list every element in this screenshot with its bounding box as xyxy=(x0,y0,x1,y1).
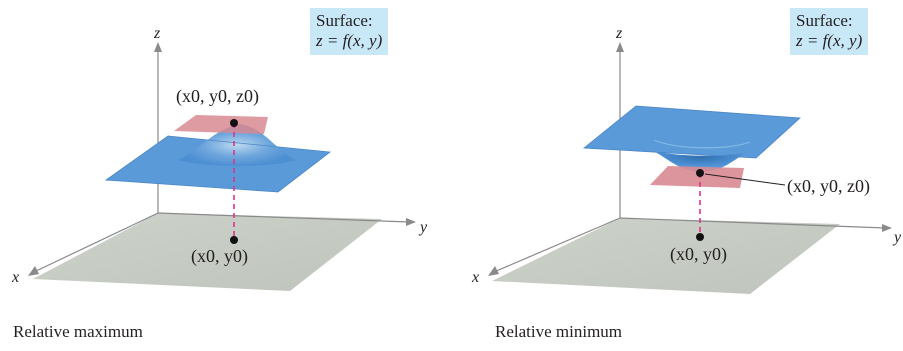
y-axis-label: y xyxy=(418,219,428,236)
figure-relative-maximum: z y x (x0, y0, z0) (x0, y0) Surface: z =… xyxy=(0,0,450,351)
xy-plane xyxy=(33,213,382,291)
x-axis xyxy=(488,217,621,276)
surface-label-box: Surface: z = f(x, y) xyxy=(310,8,389,55)
x-axis-label: x xyxy=(11,269,19,286)
surface-label-equation: z = f(x, y) xyxy=(796,31,863,50)
caption-relative-minimum: Relative minimum xyxy=(495,322,623,341)
relative-maximum-diagram: z y x (x0, y0, z0) (x0, y0) xyxy=(11,25,428,291)
y-axis-label: y xyxy=(892,229,902,246)
critical-point-3d xyxy=(230,119,238,127)
relative-minimum-diagram: z y x (x0, y0, z0) (x0, y0) xyxy=(471,25,902,294)
y-axis xyxy=(619,217,892,232)
xy-plane xyxy=(492,218,840,294)
critical-point-2d xyxy=(696,233,704,241)
surface-label-line1: Surface: xyxy=(316,11,373,30)
critical-point-2d xyxy=(230,236,238,244)
z-axis-label: z xyxy=(615,25,623,42)
point-label-leader xyxy=(704,173,786,186)
tangent-plane xyxy=(174,115,268,134)
z-axis xyxy=(154,42,162,213)
point-2d-label: (x0, y0) xyxy=(191,246,248,267)
y-axis xyxy=(157,212,416,226)
caption-relative-maximum: Relative maximum xyxy=(13,322,143,341)
point-3d-label: (x0, y0, z0) xyxy=(787,176,870,197)
figure-relative-minimum: z y x (x0, y0, z0) (x0, y0) Surface: z =… xyxy=(450,0,903,351)
surface-label-line1: Surface: xyxy=(796,11,853,30)
tangent-plane xyxy=(650,166,744,188)
critical-point-3d xyxy=(696,169,704,177)
point-3d-label: (x0, y0, z0) xyxy=(176,86,259,107)
surface-label-box: Surface: z = f(x, y) xyxy=(790,8,869,55)
surface-with-minimum xyxy=(582,105,801,172)
x-axis-label: x xyxy=(471,269,479,286)
surface-label-equation: z = f(x, y) xyxy=(316,31,383,50)
z-axis-label: z xyxy=(153,25,161,42)
x-axis xyxy=(28,212,159,276)
surface-with-maximum xyxy=(104,124,332,193)
point-2d-label: (x0, y0) xyxy=(670,244,727,265)
